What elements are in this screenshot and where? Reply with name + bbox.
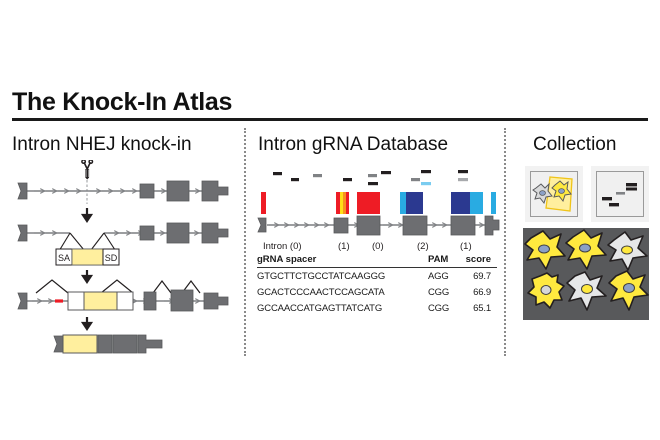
row-target-locus xyxy=(17,160,229,204)
cell-item xyxy=(566,271,607,311)
cell-pam: CGG xyxy=(427,287,450,298)
grna-score-blocks xyxy=(261,192,496,214)
intron-label-2: (0) xyxy=(372,241,384,252)
column-header-spacer: gRNA spacer xyxy=(257,254,420,268)
gene-backbone xyxy=(257,215,500,236)
cell-score: 65.1 xyxy=(473,303,491,314)
panel-heading-collection: Collection xyxy=(533,134,617,155)
panel-divider-1 xyxy=(244,128,246,356)
grna-results-table: gRNA spacer PAM score GTGCTTCTGCCTATCAAG… xyxy=(257,254,497,316)
panel-intron-nhej: Intron NHEJ knock-in xyxy=(12,128,240,358)
table-header-row: gRNA spacer PAM score xyxy=(257,254,497,268)
cell-item xyxy=(527,272,565,309)
title-underline xyxy=(12,118,648,121)
cell-outline-thumbnail-art xyxy=(532,176,573,212)
table-row: GCCAACCATGAGTTATCATG CGG 65.1 xyxy=(257,300,497,316)
cell-pam: AGG xyxy=(427,271,449,282)
cell-item xyxy=(524,230,566,270)
cell-micrograph-gallery xyxy=(523,228,649,320)
table-row: GCACTCCCAACTCCAGCATA CGG 66.9 xyxy=(257,284,497,300)
page-title: The Knock-In Atlas xyxy=(12,88,233,116)
splice-acceptor-label: SA xyxy=(58,253,70,263)
intron-label-0: Intron (0) xyxy=(263,241,302,252)
cell-outline-thumbnail xyxy=(525,166,583,222)
grna-density-track: Intron (0) (1) (0) (2) (1) xyxy=(257,170,500,252)
row-donor-integration: SA SD xyxy=(17,222,229,266)
donor-cassette: SA SD xyxy=(55,248,120,266)
panel-divider-2 xyxy=(504,128,506,356)
cell-gallery-art xyxy=(524,229,649,311)
row-mrna-product xyxy=(53,334,163,354)
cell-item xyxy=(565,229,607,270)
table-row: GTGCTTCTGCCTATCAAGGG AGG 69.7 xyxy=(257,268,497,285)
blot-thumbnail xyxy=(591,166,649,222)
intron-label-1: (1) xyxy=(338,241,350,252)
annotation-marks xyxy=(273,170,468,186)
column-header-pam: PAM xyxy=(419,254,458,268)
row-edited-locus xyxy=(17,279,229,312)
down-arrow-icon-1 xyxy=(80,208,94,223)
panel-collection: Collection xyxy=(515,128,649,358)
cell-score: 69.7 xyxy=(473,271,491,282)
title-block: The Knock-In Atlas xyxy=(12,88,648,121)
cell-item xyxy=(608,270,649,311)
cell-score: 66.9 xyxy=(473,287,491,298)
intron-label-row: Intron (0) (1) (0) (2) (1) xyxy=(263,241,472,252)
cell-pam: CGG xyxy=(427,303,450,314)
intron-nhej-diagram: SA SD xyxy=(17,160,229,354)
down-arrow-icon-3 xyxy=(80,317,94,331)
cell-spacer: GCCAACCATGAGTTATCATG xyxy=(257,303,383,314)
splice-donor-label: SD xyxy=(105,253,118,263)
panel-heading-intron-nhej: Intron NHEJ knock-in xyxy=(12,134,192,155)
scissors-icon xyxy=(81,160,94,180)
intron-label-4: (1) xyxy=(460,241,472,252)
column-header-score: score xyxy=(457,254,497,268)
panel-grna-database: Intron gRNA Database xyxy=(255,128,500,358)
intron-label-3: (2) xyxy=(417,241,429,252)
panels-row: Intron NHEJ knock-in xyxy=(12,128,649,363)
cell-spacer: GCACTCCCAACTCCAGCATA xyxy=(257,287,385,298)
panel-heading-grna-database: Intron gRNA Database xyxy=(258,134,449,155)
cell-item xyxy=(607,231,648,271)
blot-thumbnail-art xyxy=(602,183,637,207)
down-arrow-icon-2 xyxy=(80,270,94,284)
junction-marker-left xyxy=(55,299,63,303)
cell-spacer: GTGCTTCTGCCTATCAAGGG xyxy=(257,271,386,282)
